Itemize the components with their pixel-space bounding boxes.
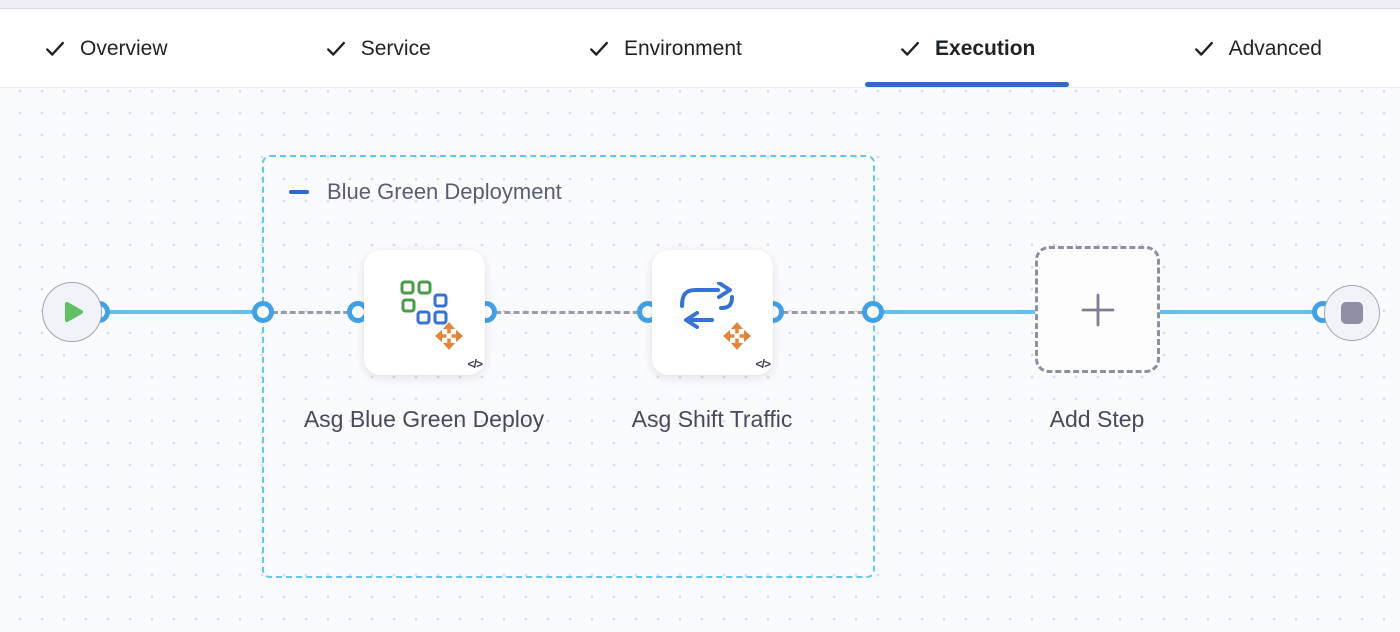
move-arrows-icon [723, 322, 751, 350]
step-label: Asg Shift Traffic [631, 406, 793, 432]
plus-icon [1081, 293, 1114, 326]
flow-line-dashed [773, 311, 873, 314]
flow-line [1160, 310, 1325, 314]
collapse-group-button[interactable] [288, 181, 310, 203]
check-icon [899, 38, 921, 60]
tab-label: Service [360, 36, 431, 60]
tab-overview[interactable]: Overview [44, 10, 168, 87]
pipeline-start-node [42, 282, 102, 342]
code-badge-icon: </> [467, 357, 483, 371]
tab-execution[interactable]: Execution [865, 10, 1070, 87]
asg-blue-green-deploy-icon [400, 280, 448, 325]
tab-service[interactable]: Service [325, 10, 431, 87]
stage-config-tabbar: Overview Service Environment Execution A… [0, 10, 1400, 88]
connector-port[interactable] [862, 301, 884, 323]
step-group-blue-green-deployment[interactable]: Blue Green Deployment [262, 155, 875, 578]
check-icon [1193, 38, 1215, 60]
step-label: Asg Blue Green Deploy [303, 406, 545, 432]
pipeline-canvas[interactable]: Blue Green Deployment [0, 89, 1400, 632]
add-step-label: Add Step [1049, 406, 1145, 432]
check-icon [588, 38, 610, 60]
code-badge-icon: </> [755, 357, 771, 371]
step-asg-shift-traffic[interactable]: </> [652, 250, 773, 375]
minus-icon [289, 190, 309, 194]
play-icon [65, 302, 83, 322]
add-step-button[interactable] [1035, 246, 1160, 373]
tab-label: Advanced [1228, 36, 1322, 60]
tab-label: Environment [623, 36, 742, 60]
tab-advanced[interactable]: Advanced [1193, 10, 1322, 87]
active-tab-underline [865, 82, 1070, 87]
move-arrows-icon [435, 322, 463, 350]
tab-environment[interactable]: Environment [588, 10, 742, 87]
connector-port[interactable] [252, 301, 274, 323]
tab-label: Execution [935, 36, 1036, 60]
group-label: Blue Green Deployment [327, 179, 562, 204]
step-asg-blue-green-deploy[interactable]: </> [364, 250, 485, 375]
check-icon [325, 38, 347, 60]
pipeline-end-node [1324, 285, 1380, 341]
top-strip [0, 0, 1400, 9]
flow-line-dashed [263, 311, 358, 314]
stop-icon [1341, 302, 1363, 324]
check-icon [44, 38, 66, 60]
group-header: Blue Green Deployment [288, 179, 562, 205]
asg-shift-traffic-icon [680, 282, 734, 329]
flow-line [99, 310, 263, 314]
flow-line-dashed [486, 311, 648, 314]
tab-label: Overview [80, 36, 168, 60]
flow-line [873, 310, 1035, 314]
